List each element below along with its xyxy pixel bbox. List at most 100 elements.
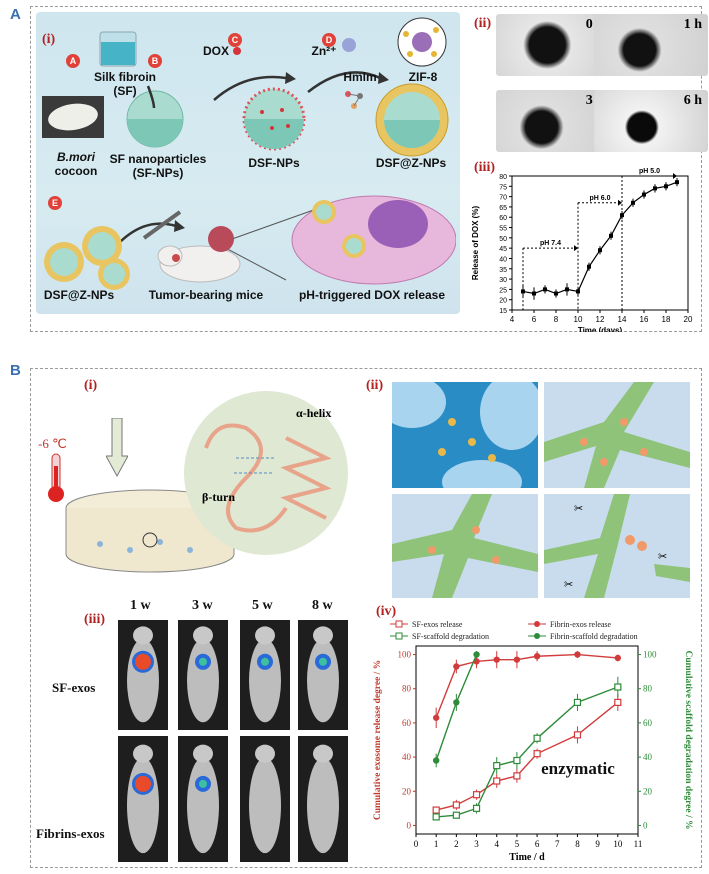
panel-a-i-label: (i) xyxy=(42,32,56,47)
x-tick-label: 11 xyxy=(634,839,643,849)
y-left-tick-label: 100 xyxy=(398,650,412,660)
silk-fibroin-label: Silk fibroin xyxy=(93,70,156,84)
y-tick-label: 35 xyxy=(499,267,507,274)
mouse-silhouette-icon xyxy=(187,744,219,854)
x-tick-label: 1 xyxy=(434,839,439,849)
panel-b-letter: B xyxy=(10,362,21,379)
dsf-z-np-label-2: DSF@Z-NPs xyxy=(43,288,115,302)
svg-text:✂: ✂ xyxy=(658,551,667,563)
y-right-tick-label: 60 xyxy=(643,718,653,728)
data-point xyxy=(587,264,591,269)
y-tick-label: 25 xyxy=(499,287,507,294)
data-point xyxy=(631,200,635,205)
ivis-mouse-image xyxy=(240,736,290,862)
panel-b-iv-label: (iv) xyxy=(376,604,397,619)
y-left-tick-label: 60 xyxy=(402,718,412,728)
temperature-label: -6 ℃ xyxy=(38,436,67,451)
legend-marker xyxy=(395,632,403,640)
data-point xyxy=(493,777,501,785)
y-tick-label: 20 xyxy=(499,298,507,305)
hydrogel-schematic-2 xyxy=(544,382,690,488)
mouse-body-shape xyxy=(249,757,281,854)
y-left-tick-label: 80 xyxy=(402,684,412,694)
zif8-label: ZIF-8 xyxy=(408,70,438,84)
zinc-ion-icon xyxy=(342,38,356,52)
mouse-silhouette-icon xyxy=(249,626,281,723)
hydrogel-schematic-1 xyxy=(392,382,538,488)
legend-entry: SF-scaffold degradation xyxy=(412,632,489,641)
data-point xyxy=(533,750,541,758)
legend-entry: Fibrin-scaffold degradation xyxy=(550,632,638,641)
mouse-silhouette-icon xyxy=(127,744,159,854)
ivis-mouse-image xyxy=(178,736,228,862)
y-tick-label: 15 xyxy=(499,308,507,315)
x-tick-label: 10 xyxy=(574,315,583,324)
mouse-silhouette-icon xyxy=(307,626,339,723)
x-axis-label: Time (days) xyxy=(578,326,623,332)
data-point xyxy=(573,698,582,707)
y-tick-label: 55 xyxy=(499,226,507,233)
x-tick-label: 2 xyxy=(454,839,459,849)
dsf-z-np-label: DSF@Z-NPs xyxy=(375,156,447,170)
y-tick-label: 30 xyxy=(499,277,507,284)
ivis-mouse-image xyxy=(240,620,290,730)
y-right-tick-label: 20 xyxy=(643,786,653,796)
y-tick-label: 40 xyxy=(499,256,507,263)
row-label-sf-exos: SF-exos xyxy=(52,680,96,695)
cocoon-label: cocoon xyxy=(54,164,98,178)
mouse-head-shape xyxy=(133,626,153,645)
panel-a-letter: A xyxy=(10,6,21,23)
data-point xyxy=(565,287,569,292)
y-axis-label: Release of DOX (%) xyxy=(471,206,480,281)
tem-image-3h: 3 h xyxy=(496,90,610,152)
hmim-label: Hmlm xyxy=(343,70,377,84)
data-point xyxy=(614,698,622,707)
svg-text:✂: ✂ xyxy=(574,503,583,515)
y-tick-label: 50 xyxy=(499,236,507,243)
thermometer-icon xyxy=(48,453,64,502)
data-point xyxy=(574,651,581,658)
panel-a-frame xyxy=(30,6,702,332)
panel-b-iii-label: (iii) xyxy=(84,612,105,627)
step-e-badge: E xyxy=(48,196,62,210)
data-point xyxy=(642,192,646,197)
dox-molecule-icon xyxy=(233,47,241,55)
data-point xyxy=(432,714,440,721)
data-point xyxy=(472,791,481,799)
data-point xyxy=(576,289,580,294)
ivis-mouse-image xyxy=(118,736,168,862)
mouse-head-shape xyxy=(193,744,213,763)
mouse-head-shape xyxy=(313,744,333,763)
x-tick-label: 12 xyxy=(596,315,605,324)
down-arrow-icon xyxy=(106,418,128,478)
data-point xyxy=(543,287,547,292)
data-point xyxy=(493,656,500,663)
legend-entry: SF-exos release xyxy=(412,620,463,629)
hmim-molecule-icon xyxy=(345,91,363,109)
y-left-tick-label: 40 xyxy=(402,752,412,762)
data-point xyxy=(664,184,668,189)
sf-label: (SF) xyxy=(113,84,137,98)
panel-b-ii-label: (ii) xyxy=(366,378,384,393)
data-point xyxy=(473,651,480,658)
bmori-label: B.mori xyxy=(56,150,95,164)
data-point xyxy=(452,811,460,819)
series-line xyxy=(436,686,619,818)
y-left-axis-label: Cumulative exosome release degree / % xyxy=(373,660,383,820)
data-point xyxy=(513,756,521,765)
y-tick-label: 65 xyxy=(499,205,507,212)
phase-arrow xyxy=(673,173,677,179)
data-point xyxy=(453,699,460,706)
enzymatic-annotation: enzymatic xyxy=(541,759,615,778)
y-right-axis-label: Cumulative scaffold degradation degree /… xyxy=(683,651,693,830)
mouse-head-shape xyxy=(193,626,213,645)
x-tick-label: 8 xyxy=(554,315,559,324)
tem-image-0h: 0 h xyxy=(496,14,610,76)
x-tick-label: 20 xyxy=(684,315,693,324)
data-point xyxy=(521,289,525,294)
tumor-mice-label: Tumor-bearing mice xyxy=(148,288,264,302)
x-axis-label: Time / d xyxy=(509,852,545,862)
mouse-body-shape xyxy=(307,638,339,723)
